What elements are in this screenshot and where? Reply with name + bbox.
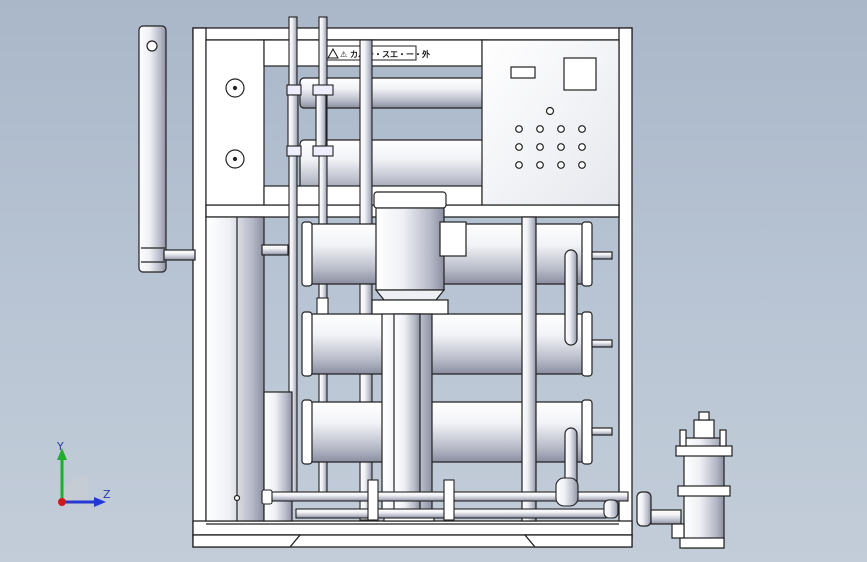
pump-junction-box — [439, 221, 467, 257]
frame-foot-right — [523, 534, 633, 548]
frame-bottom-rail — [192, 520, 633, 536]
indicator-lamp[interactable] — [557, 125, 565, 133]
indicator-lamp[interactable] — [578, 161, 586, 169]
triad-plane — [62, 476, 88, 502]
membrane-vessel-lower-2 — [307, 313, 587, 375]
frame-left-post — [192, 27, 207, 539]
frame-top-rail — [192, 27, 633, 41]
indicator-lamp[interactable] — [557, 161, 565, 169]
control-panel[interactable] — [481, 39, 620, 206]
indicator-lamp[interactable] — [578, 143, 586, 151]
z-axis-label: Z — [103, 488, 111, 501]
indicator-grid[interactable] — [515, 125, 586, 169]
high-pressure-pump — [371, 191, 467, 522]
orientation-triad: Y Z — [56, 440, 111, 507]
z-axis-arrow-icon — [94, 497, 106, 507]
outlet-valve-assembly — [636, 411, 733, 549]
indicator-lamp[interactable] — [515, 143, 523, 151]
indicator-lamp[interactable] — [515, 125, 523, 133]
control-display — [510, 66, 536, 79]
control-meter — [563, 57, 597, 91]
indicator-lamp[interactable] — [536, 161, 544, 169]
label-plate-text: ⚠ カバー・スエ・ー・外 — [340, 49, 430, 59]
indicator-lamp[interactable] — [578, 125, 586, 133]
power-indicator[interactable] — [545, 106, 555, 116]
upper-left-panel — [205, 39, 265, 206]
frame-foot-left — [192, 534, 302, 548]
warning-triangle-icon — [327, 47, 339, 59]
drain-port — [233, 494, 241, 502]
pressure-gauge-icon — [225, 78, 245, 98]
y-axis-arrow-icon — [57, 448, 67, 460]
sand-filter-column — [138, 25, 196, 273]
y-axis-label: Y — [56, 440, 64, 453]
lower-membrane-vessels — [301, 216, 613, 522]
column-port — [146, 40, 158, 52]
bottom-manifold — [261, 477, 629, 521]
frame-right-post — [618, 27, 633, 539]
triad-origin-icon — [58, 498, 66, 506]
cartridge-filter — [205, 216, 293, 522]
warning-label-plate: ⚠ カバー・スエ・ー・外 — [323, 45, 430, 61]
indicator-lamp[interactable] — [536, 143, 544, 151]
indicator-lamp[interactable] — [536, 125, 544, 133]
indicator-lamp[interactable] — [515, 161, 523, 169]
membrane-vessel-lower-3 — [307, 401, 587, 463]
valve-handwheel-icon — [679, 411, 727, 447]
pressure-gauge-icon — [225, 149, 245, 169]
indicator-lamp[interactable] — [557, 143, 565, 151]
